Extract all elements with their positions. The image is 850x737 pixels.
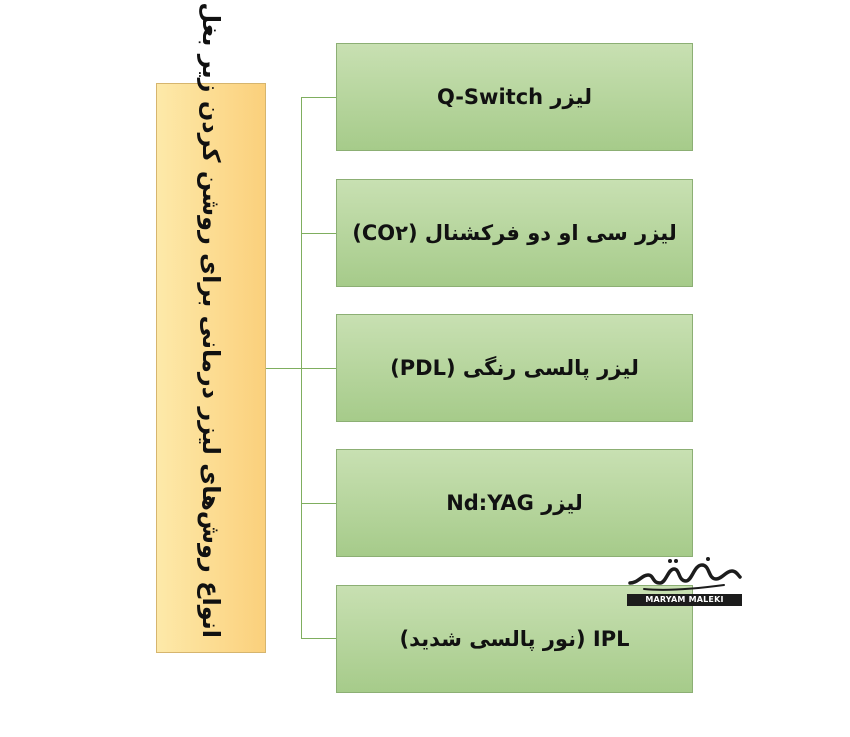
- child-node-label: لیزر Nd:YAG: [446, 491, 583, 515]
- watermark-text: MARYAM MALEKI: [627, 594, 742, 606]
- child-node-nd-yag: لیزر Nd:YAG: [336, 449, 693, 557]
- connector-branch-4: [301, 503, 336, 504]
- child-node-pdl: لیزر پالسی رنگی (PDL): [336, 314, 693, 422]
- child-node-q-switch: لیزر Q-Switch: [336, 43, 693, 151]
- child-node-co2-fractional: لیزر سی او دو فرکشنال (CO۲): [336, 179, 693, 287]
- connector-root-trunk: [266, 368, 301, 369]
- child-node-label: لیزر سی او دو فرکشنال (CO۲): [352, 221, 677, 245]
- connector-branch-5: [301, 638, 336, 639]
- child-node-label: IPL (نور پالسی شدید): [399, 627, 630, 651]
- connector-branch-2: [301, 233, 336, 234]
- connector-branch-1: [301, 97, 336, 98]
- watermark-script-icon: [628, 557, 742, 591]
- child-node-label: لیزر پالسی رنگی (PDL): [390, 356, 639, 380]
- connector-branch-3: [301, 368, 336, 369]
- watermark-logo: MARYAM MALEKI: [624, 553, 744, 611]
- child-node-label: لیزر Q-Switch: [436, 85, 593, 109]
- root-node-label: انواع روش‌های لیزر درمانی برای روشن کردن…: [197, 2, 225, 638]
- root-node: انواع روش‌های لیزر درمانی برای روشن کردن…: [156, 2, 266, 653]
